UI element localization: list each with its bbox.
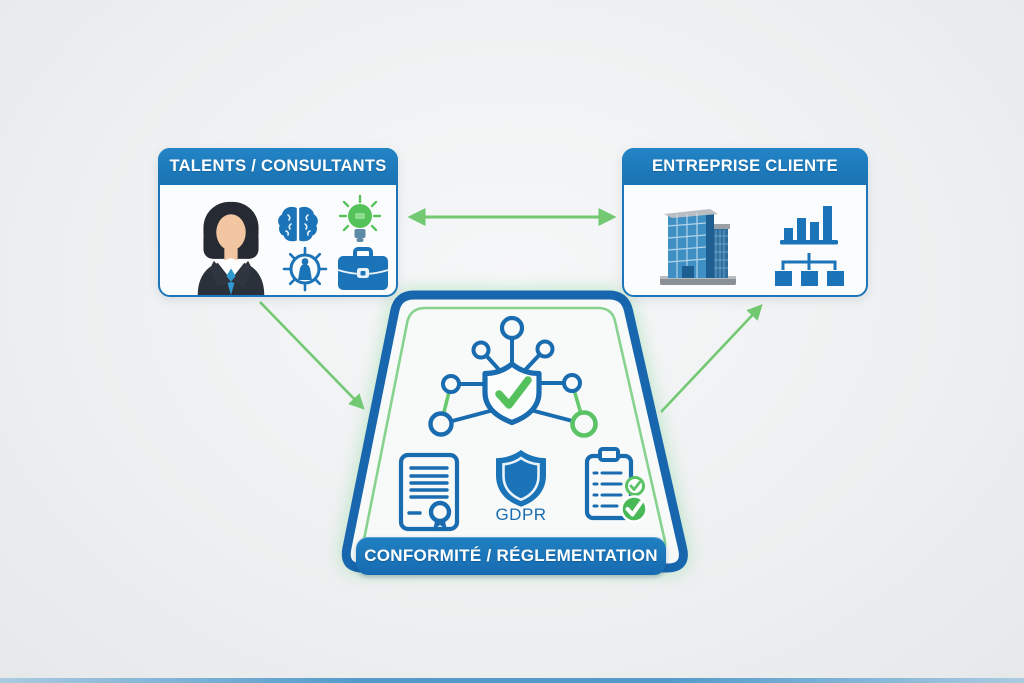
certificate-icon bbox=[398, 452, 460, 532]
bottom-accent-strip bbox=[0, 678, 1024, 683]
briefcase-icon bbox=[337, 247, 389, 290]
gdpr-shield-icon bbox=[496, 450, 546, 507]
org-chart-icon bbox=[775, 253, 844, 286]
shield-network-icon bbox=[428, 315, 598, 438]
entreprise-cliente-box: ENTREPRISE CLIENTE bbox=[622, 148, 868, 297]
office-building-icon bbox=[660, 209, 736, 285]
entreprise-cliente-header: ENTREPRISE CLIENTE bbox=[622, 148, 868, 185]
talents-consultants-box: TALENTS / CONSULTANTS bbox=[158, 148, 398, 297]
gear-person-icon bbox=[282, 246, 328, 292]
entreprise-cliente-title: ENTREPRISE CLIENTE bbox=[651, 157, 838, 175]
talents-consultants-title: TALENTS / CONSULTANTS bbox=[169, 157, 387, 175]
talents-consultants-header: TALENTS / CONSULTANTS bbox=[158, 148, 398, 185]
woman-avatar-icon bbox=[197, 201, 265, 295]
compliance-label-bar: CONFORMITÉ / RÉGLEMENTATION bbox=[356, 537, 666, 575]
checklist-clipboard-icon bbox=[584, 447, 648, 523]
brain-icon bbox=[278, 206, 318, 242]
lightbulb-icon bbox=[338, 194, 382, 242]
compliance-label: CONFORMITÉ / RÉGLEMENTATION bbox=[364, 546, 658, 565]
gdpr-label: GDPR bbox=[495, 505, 547, 524]
bar-chart-icon bbox=[780, 206, 838, 245]
